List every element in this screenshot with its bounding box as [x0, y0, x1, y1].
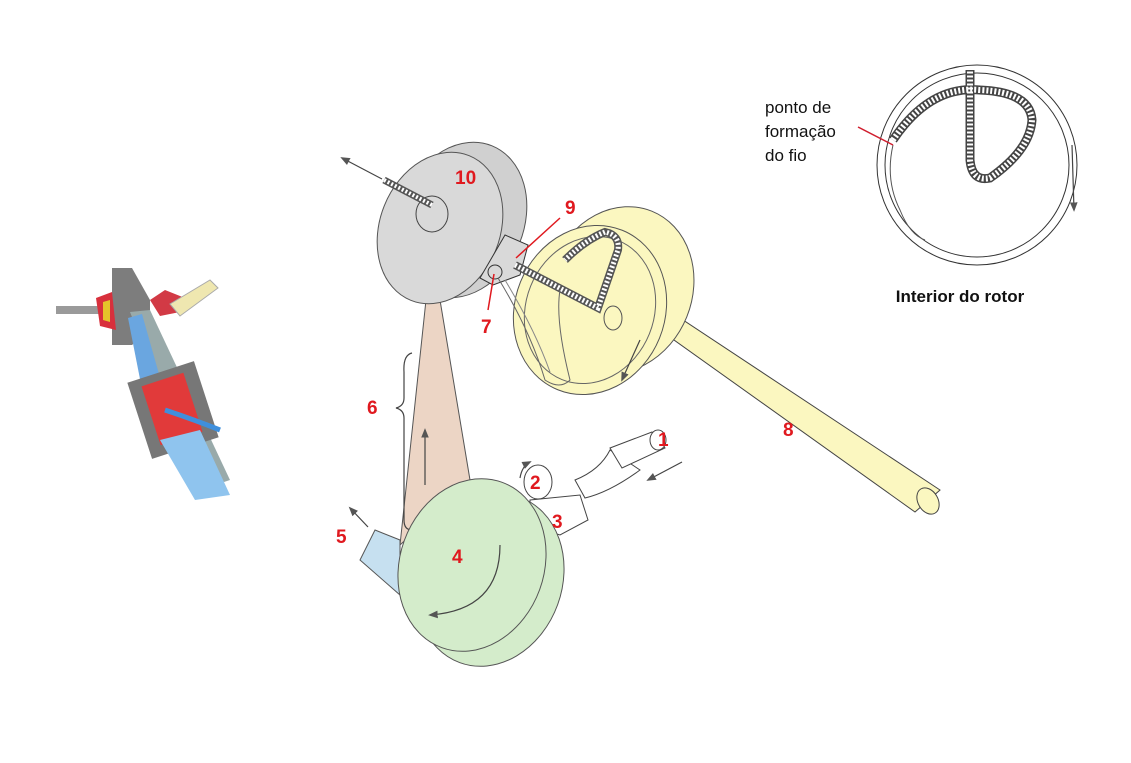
spinning-unit-cross-section [56, 268, 230, 500]
part-labels: 1 2 3 4 5 6 7 8 9 10 [336, 168, 794, 568]
rotor-interior-inset: ponto de formação do fio Interior do rot… [765, 64, 1078, 306]
label-5: 5 [336, 527, 347, 548]
formation-point-label-line-2: formação [765, 122, 836, 141]
label-10: 10 [455, 168, 476, 189]
label-4: 4 [452, 547, 463, 568]
label-3: 3 [552, 512, 563, 533]
formation-point-label-line-1: ponto de [765, 98, 831, 117]
inset-title: Interior do rotor [896, 287, 1025, 306]
formation-point-label-line-3: do fio [765, 146, 807, 165]
delivery-disk-10 [340, 141, 529, 305]
label-8: 8 [783, 420, 794, 441]
label-6: 6 [367, 398, 378, 419]
label-9: 9 [565, 198, 576, 219]
rotor [497, 206, 941, 515]
label-7: 7 [481, 317, 492, 338]
label-1: 1 [658, 430, 669, 451]
label-2: 2 [530, 473, 541, 494]
opening-roller-4 [348, 429, 683, 667]
